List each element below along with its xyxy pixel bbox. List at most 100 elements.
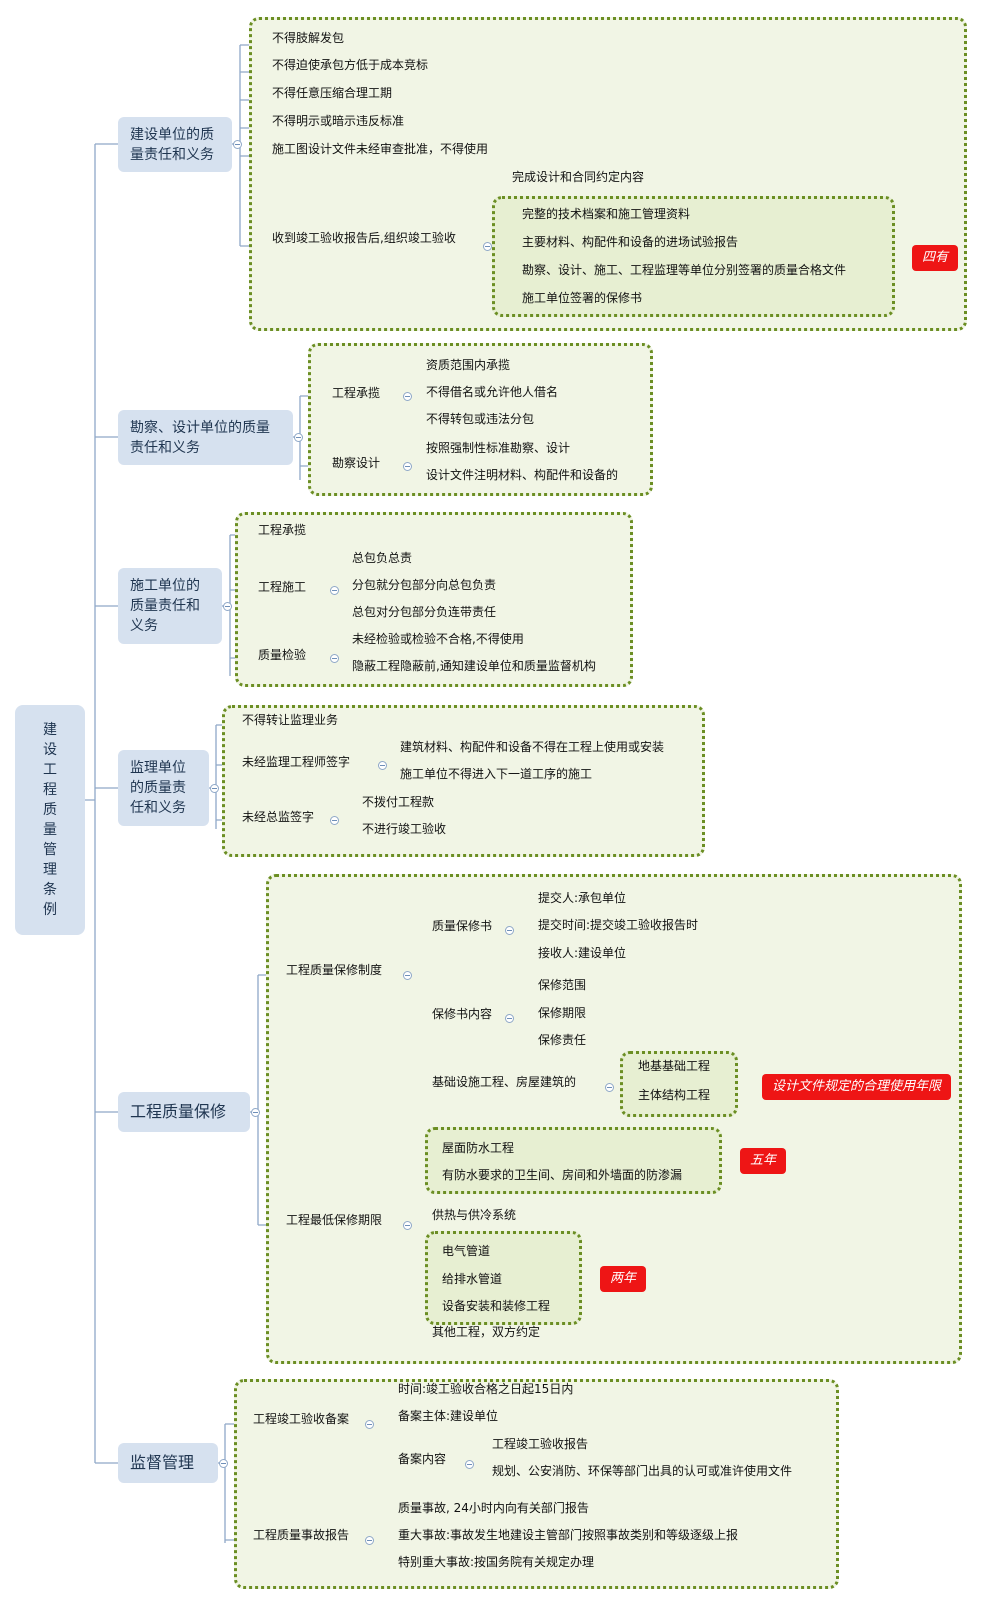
collapse-toggle[interactable]	[219, 1459, 228, 1468]
baoxiu-shu-item[interactable]: 提交时间:提交竣工验收报告时	[538, 918, 699, 932]
jianshe-yanshou-item[interactable]: 完成设计和合同约定内容	[512, 170, 645, 184]
collapse-toggle[interactable]	[605, 1083, 614, 1092]
baoxiu-neirong-item[interactable]: 保修责任	[538, 1033, 587, 1047]
tag-five-year[interactable]: 五年	[740, 1148, 787, 1174]
root-char: 质	[43, 802, 57, 818]
jianshe-item[interactable]: 不得明示或暗示违反标准	[272, 114, 405, 128]
baoxiu-other[interactable]: 其他工程，双方约定	[432, 1325, 541, 1339]
jianshe-item[interactable]: 不得肢解发包	[272, 31, 345, 45]
tag-two-year[interactable]: 两年	[600, 1266, 647, 1292]
jianshe-item[interactable]: 不得任意压缩合理工期	[272, 86, 393, 100]
collapse-toggle[interactable]	[505, 926, 514, 935]
collapse-toggle[interactable]	[378, 761, 387, 770]
baoxiu-neirong-item[interactable]: 保修期限	[538, 1006, 587, 1020]
kancha-sheji[interactable]: 勘察设计	[332, 456, 381, 470]
jianshe-yanshou-item[interactable]: 施工单位签署的保修书	[522, 291, 643, 305]
jiandu-beian-content-item[interactable]: 规划、公安消防、环保等部门出具的认可或准许使用文件	[492, 1464, 793, 1478]
tag-four[interactable]: 四有	[912, 245, 959, 271]
shigong-shigong-item[interactable]: 总包负总责	[352, 551, 413, 565]
baoxiu-five-item[interactable]: 屋面防水工程	[442, 1141, 515, 1155]
collapse-toggle[interactable]	[505, 1014, 514, 1023]
jianli-gcs-item[interactable]: 建筑材料、构配件和设备不得在工程上使用或安装	[400, 740, 665, 754]
jianli-group	[222, 705, 705, 857]
branch-shigong[interactable]: 施工单位的质量责任和义务	[118, 568, 222, 644]
jianli-gcs-item[interactable]: 施工单位不得进入下一道工序的施工	[400, 767, 593, 781]
jianli-zong-item[interactable]: 不拨付工程款	[362, 795, 435, 809]
baoxiu-five-item[interactable]: 有防水要求的卫生间、房间和外墙面的防渗漏	[442, 1168, 683, 1182]
jianli-zhuanrang[interactable]: 不得转让监理业务	[242, 713, 339, 727]
baoxiu-shu-item[interactable]: 接收人:建设单位	[538, 946, 627, 960]
baoxiu-two-item[interactable]: 设备安装和装修工程	[442, 1299, 551, 1313]
branch-baoxiu[interactable]: 工程质量保修	[118, 1092, 250, 1132]
baoxiu-neirong[interactable]: 保修书内容	[432, 1007, 493, 1021]
collapse-toggle[interactable]	[223, 602, 232, 611]
jianshe-yanshou-item[interactable]: 勘察、设计、施工、工程监理等单位分别签署的质量合格文件	[522, 263, 847, 277]
jianshe-item[interactable]: 施工图设计文件未经审查批准，不得使用	[272, 142, 489, 156]
jiandu-shigu[interactable]: 工程质量事故报告	[253, 1528, 350, 1542]
baoxiu-zhidu[interactable]: 工程质量保修制度	[286, 963, 383, 977]
collapse-toggle[interactable]	[330, 654, 339, 663]
collapse-toggle[interactable]	[365, 1536, 374, 1545]
baoxiu-two-item[interactable]: 给排水管道	[442, 1272, 503, 1286]
kancha-chenglan-item[interactable]: 资质范围内承揽	[426, 358, 511, 372]
branch-kancha[interactable]: 勘察、设计单位的质量责任和义务	[118, 410, 293, 465]
collapse-toggle[interactable]	[365, 1420, 374, 1429]
kancha-chenglan-item[interactable]: 不得转包或违法分包	[426, 412, 535, 426]
baoxiu-heating[interactable]: 供热与供冷系统	[432, 1208, 517, 1222]
shigong-shigong-item[interactable]: 总包对分包部分负连带责任	[352, 605, 497, 619]
baoxiu-two-item[interactable]: 电气管道	[442, 1244, 491, 1258]
branch-jianli[interactable]: 监理单位的质量责任和义务	[118, 750, 209, 826]
branch-jiandu[interactable]: 监督管理	[118, 1443, 218, 1483]
jianshe-yanshou[interactable]: 收到竣工验收报告后,组织竣工验收	[272, 231, 456, 245]
collapse-toggle[interactable]	[330, 816, 339, 825]
collapse-toggle[interactable]	[465, 1460, 474, 1469]
root-char: 理	[43, 862, 57, 878]
kancha-sheji-item[interactable]: 设计文件注明材料、构配件和设备的	[426, 468, 619, 482]
collapse-toggle[interactable]	[483, 242, 492, 251]
shigong-jianyan-item[interactable]: 未经检验或检验不合格,不得使用	[352, 632, 524, 646]
jiandu-beian-content[interactable]: 备案内容	[398, 1452, 447, 1466]
jiandu-beian-content-item[interactable]: 工程竣工验收报告	[492, 1437, 589, 1451]
jianshe-item[interactable]: 不得迫使承包方低于成本竞标	[272, 58, 429, 72]
jiandu-beian-subject[interactable]: 备案主体:建设单位	[398, 1409, 499, 1423]
baoxiu-qixian[interactable]: 工程最低保修期限	[286, 1213, 383, 1227]
jiandu-beian-time[interactable]: 时间:竣工验收合格之日起15日内	[398, 1382, 574, 1396]
shigong-shigong[interactable]: 工程施工	[258, 580, 307, 594]
collapse-toggle[interactable]	[233, 140, 242, 149]
baoxiu-shu-item[interactable]: 提交人:承包单位	[538, 891, 627, 905]
jianli-gcs[interactable]: 未经监理工程师签字	[242, 755, 351, 769]
kancha-chenglan-item[interactable]: 不得借名或允许他人借名	[426, 385, 559, 399]
tag-design-life[interactable]: 设计文件规定的合理使用年限	[762, 1074, 952, 1100]
jiandu-shigu-item[interactable]: 重大事故:事故发生地建设主管部门按照事故类别和等级逐级上报	[398, 1528, 739, 1542]
baoxiu-neirong-item[interactable]: 保修范围	[538, 978, 587, 992]
root-node[interactable]: 建 设 工 程 质 量 管 理 条 例	[15, 705, 85, 935]
collapse-toggle[interactable]	[251, 1108, 260, 1117]
jiandu-shigu-item[interactable]: 质量事故, 24小时内向有关部门报告	[398, 1501, 589, 1515]
collapse-toggle[interactable]	[210, 784, 219, 793]
collapse-toggle[interactable]	[403, 392, 412, 401]
jianshe-yanshou-item[interactable]: 完整的技术档案和施工管理资料	[522, 207, 691, 221]
kancha-sheji-item[interactable]: 按照强制性标准勘察、设计	[426, 441, 571, 455]
branch-jianshe[interactable]: 建设单位的质量责任和义务	[118, 117, 232, 172]
baoxiu-jichu-item[interactable]: 地基基础工程	[638, 1059, 711, 1073]
collapse-toggle[interactable]	[403, 1221, 412, 1230]
collapse-toggle[interactable]	[330, 586, 339, 595]
shigong-jianyan-item[interactable]: 隐蔽工程隐蔽前,通知建设单位和质量监督机构	[352, 659, 596, 673]
jiandu-beian[interactable]: 工程竣工验收备案	[253, 1412, 350, 1426]
kancha-group	[308, 343, 653, 496]
shigong-shigong-item[interactable]: 分包就分包部分向总包负责	[352, 578, 497, 592]
shigong-jianyan[interactable]: 质量检验	[258, 648, 307, 662]
kancha-chenglan[interactable]: 工程承揽	[332, 386, 381, 400]
jianli-zong-item[interactable]: 不进行竣工验收	[362, 822, 447, 836]
baoxiu-jichu-item[interactable]: 主体结构工程	[638, 1088, 711, 1102]
shigong-chenglan[interactable]: 工程承揽	[258, 523, 307, 537]
baoxiu-jichu[interactable]: 基础设施工程、房屋建筑的	[432, 1075, 577, 1089]
jianli-zong[interactable]: 未经总监签字	[242, 810, 315, 824]
jiandu-shigu-item[interactable]: 特别重大事故:按国务院有关规定办理	[398, 1555, 595, 1569]
jianshe-yanshou-item[interactable]: 主要材料、构配件和设备的进场试验报告	[522, 235, 739, 249]
baoxiu-shu[interactable]: 质量保修书	[432, 919, 493, 933]
collapse-toggle[interactable]	[294, 433, 303, 442]
root-spine	[85, 143, 118, 1464]
collapse-toggle[interactable]	[403, 462, 412, 471]
collapse-toggle[interactable]	[403, 971, 412, 980]
